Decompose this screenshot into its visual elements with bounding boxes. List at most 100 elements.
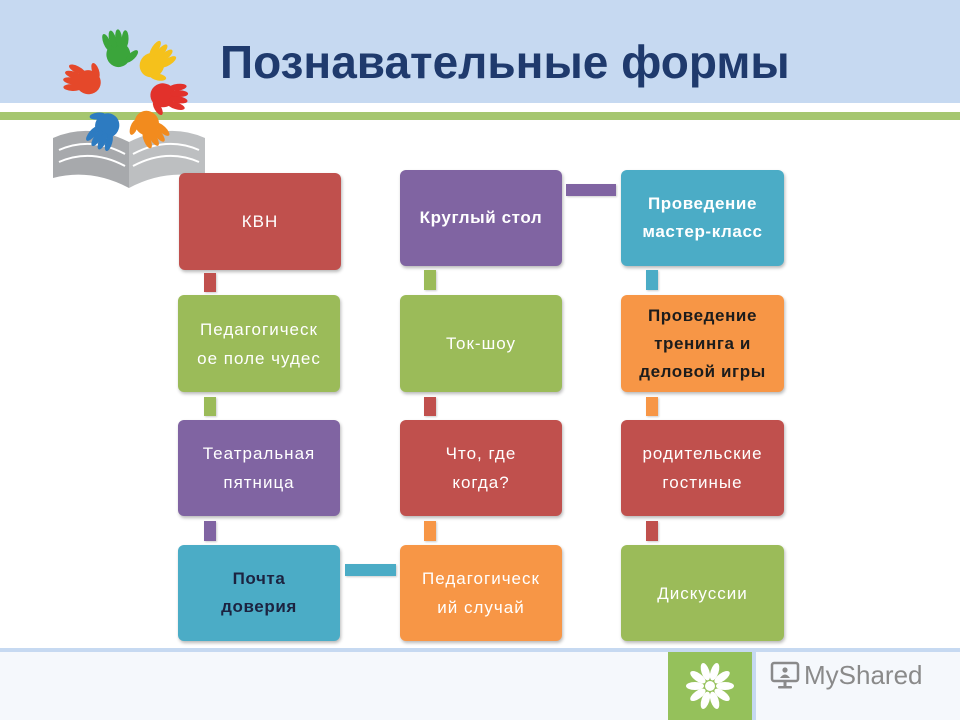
flower-petals [686, 663, 734, 709]
hand-finger [102, 33, 112, 51]
card-label: Педагогическ ое поле чудес [197, 319, 321, 368]
hand-finger [154, 44, 168, 59]
flow-connector [566, 184, 616, 196]
card-discussions: Дискуссии [621, 545, 784, 641]
screen-stand [783, 681, 787, 686]
hand-icon [139, 40, 177, 81]
hand-finger [160, 56, 177, 68]
card-label: Круглый стол [419, 208, 543, 227]
card-label: Проведение мастер-класс [642, 194, 763, 241]
flow-connector [646, 270, 658, 290]
flower-petal [714, 670, 730, 684]
flow-connector [424, 397, 436, 416]
watermark-logo-text: MyShared [804, 660, 923, 690]
flow-connector [204, 273, 216, 292]
footer-divider-line [0, 648, 960, 652]
footer [0, 652, 960, 720]
book-page-line [132, 142, 200, 155]
card-master-class: Проведение мастер-класс [621, 170, 784, 266]
presentation-screen-icon [770, 661, 800, 689]
card-label: Проведение тренинга и деловой игры [639, 305, 766, 381]
hand-finger [168, 83, 187, 91]
hand-thumb [129, 119, 139, 135]
hand-thumb [125, 50, 139, 63]
hand-palm [139, 52, 165, 78]
flower-petal [690, 670, 706, 684]
card-parent-lounges: родительские гостиные [621, 420, 784, 516]
hands-group [63, 29, 189, 152]
flow-connector [646, 397, 658, 416]
hand-thumb [91, 63, 100, 79]
hand-finger [104, 133, 113, 152]
card-what-where-when: Что, где когда? [400, 420, 562, 516]
card-label: Театральная пятница [202, 444, 316, 492]
card-label: Педагогическ ий случай [422, 569, 540, 617]
flower-petal [686, 682, 704, 690]
card-label: родительские гостиные [642, 444, 763, 492]
hand-finger [152, 127, 165, 142]
card-label: Что, где когда? [445, 444, 517, 492]
hand-finger [91, 130, 103, 147]
hand-thumb [150, 73, 167, 81]
flower-petal [690, 688, 706, 702]
screen-figure-body [780, 674, 790, 678]
flower-petal [700, 691, 711, 709]
hand-palm [75, 70, 101, 95]
hand-icon [63, 63, 101, 95]
hand-finger [121, 30, 129, 49]
page-title: Познавательные формы [220, 36, 790, 88]
hand-finger [97, 132, 108, 150]
hand-finger [69, 64, 86, 75]
flow-connector [424, 270, 436, 290]
book-page-line [132, 154, 200, 167]
card-round-table: Круглый стол [400, 170, 562, 266]
hand-icon [102, 29, 139, 68]
screen-figure-head [782, 667, 788, 673]
flower-petal [714, 688, 730, 702]
hand-finger [86, 126, 99, 141]
hand-palm [150, 83, 176, 108]
card-label: Дискуссии [657, 583, 748, 603]
card-pedagogical-case: Педагогическ ий случай [400, 545, 562, 641]
hand-finger [108, 30, 117, 49]
flow-connector [204, 397, 216, 416]
card-trust-mail: Почта доверия [178, 545, 340, 641]
flow-connector [646, 521, 658, 541]
card-label: Ток-шоу [445, 334, 516, 353]
flower-center [705, 681, 715, 691]
hand-thumb [89, 112, 106, 120]
card-training-business-game: Проведение тренинга и деловой игры [621, 295, 784, 392]
hand-finger [149, 40, 161, 57]
hand-finger [63, 84, 82, 91]
flower-petal [700, 663, 711, 681]
hand-icon [86, 112, 120, 152]
hand-finger [169, 96, 188, 104]
card-theatre-friday: Театральная пятница [178, 420, 340, 516]
accent-stripe [0, 112, 960, 120]
hand-finger [115, 29, 123, 48]
flower-petal [709, 663, 720, 681]
flow-connector [424, 521, 436, 541]
hand-thumb [152, 100, 163, 116]
hand-palm [106, 42, 131, 68]
hand-finger [142, 131, 152, 149]
hand-finger [147, 130, 159, 146]
hand-finger [65, 70, 83, 80]
card-label: КВН [241, 212, 279, 231]
flow-connector [345, 564, 396, 576]
hand-finger [158, 49, 173, 63]
card-talk-show: Ток-шоу [400, 295, 562, 392]
screen-base [778, 686, 792, 689]
hand-finger [167, 101, 185, 110]
footer-vertical-divider [752, 652, 756, 720]
book-page-line [58, 154, 126, 167]
hand-finger [155, 122, 170, 136]
flower-petal [716, 682, 734, 690]
hand-icon [129, 110, 170, 149]
hand-icon [150, 83, 189, 116]
card-field-of-miracles: Педагогическ ое поле чудес [178, 295, 340, 392]
flower-petal [709, 691, 720, 709]
hand-finger [170, 90, 189, 98]
card-kvn: КВН [179, 173, 341, 270]
flow-connector [204, 521, 216, 541]
